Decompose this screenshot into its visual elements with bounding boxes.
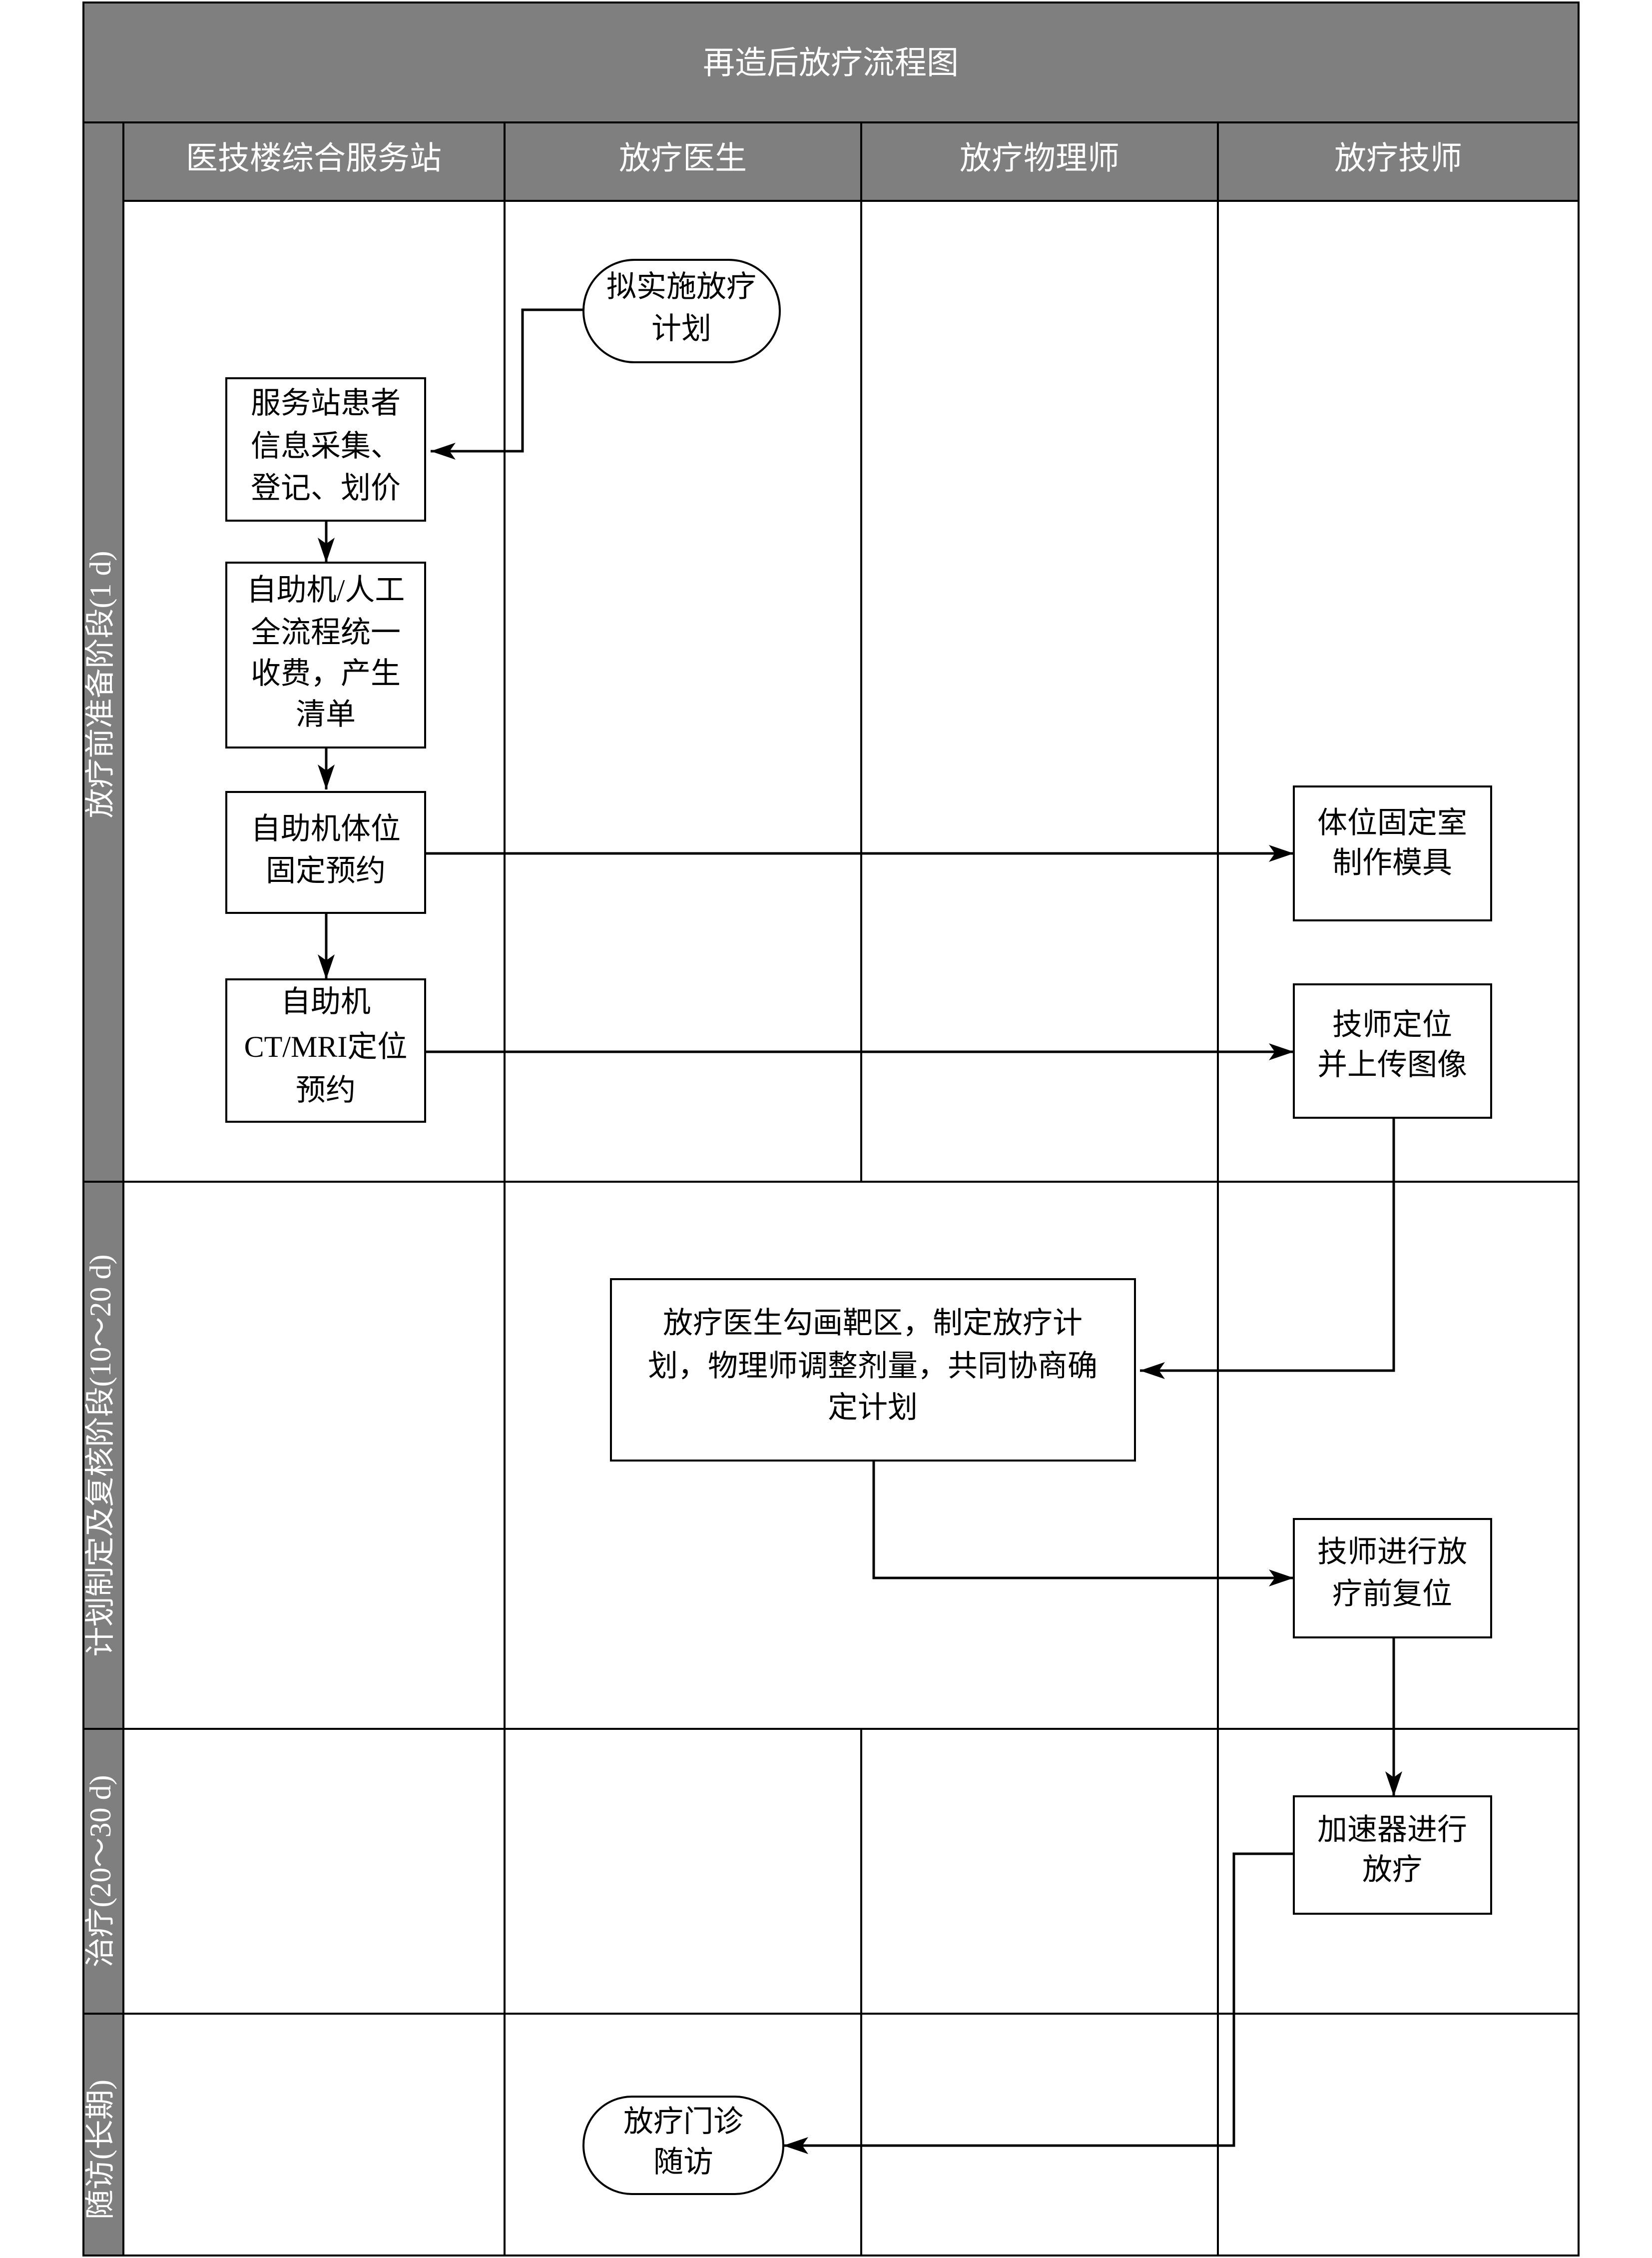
title-bar: 再造后放疗流程图 — [82, 1, 1580, 123]
phase-label-preparation: 放疗前准备阶段(1 d) — [84, 551, 117, 818]
arrow-treatment-to-followup — [783, 1852, 1294, 2154]
svg-text:疗前复位: 疗前复位 — [1332, 1577, 1452, 1610]
lane-header-row: 医技楼综合服务站 放疗医生 放疗物理师 放疗技师 — [82, 121, 1580, 2257]
svg-text:划，物理师调整剂量，共同协商确: 划，物理师调整剂量，共同协商确 — [648, 1350, 1098, 1383]
node-fixation-booking: 自助机体位 固定预约 — [225, 791, 426, 914]
svg-text:加速器进行: 加速器进行 — [1317, 1813, 1467, 1846]
svg-text:计划: 计划 — [651, 312, 711, 345]
svg-text:登记、划价: 登记、划价 — [251, 472, 401, 505]
node-ct-booking: 自助机 CT/MRI定位 预约 — [225, 978, 426, 1123]
svg-text:定计划: 定计划 — [828, 1391, 918, 1424]
svg-text:自助机/人工: 自助机/人工 — [247, 574, 405, 607]
node-plan-start: 拟实施放疗 计划 — [582, 259, 781, 363]
svg-text:随访: 随访 — [653, 2146, 713, 2179]
node-register: 服务站患者 信息采集、 登记、划价 — [225, 377, 426, 522]
svg-text:自助机体位: 自助机体位 — [251, 812, 401, 845]
grid-lines — [82, 1, 1580, 2257]
svg-text:放疗医生勾画靶区，制定放疗计: 放疗医生勾画靶区，制定放疗计 — [663, 1307, 1083, 1340]
svg-text:收费，产生: 收费，产生 — [251, 657, 401, 690]
svg-text:自助机: 自助机 — [281, 985, 371, 1018]
connectors — [318, 308, 1402, 2154]
node-payment: 自助机/人工 全流程统一 收费，产生 清单 — [225, 562, 426, 749]
svg-text:预约: 预约 — [296, 1074, 356, 1107]
node-planning: 放疗医生勾画靶区，制定放疗计 划，物理师调整剂量，共同协商确 定计划 — [610, 1278, 1136, 1462]
arrow-plan-to-register — [431, 308, 583, 460]
phase-label-treatment: 治疗(20～30 d) — [84, 1775, 117, 1968]
arrow-planning-to-reposition — [872, 1461, 1294, 1586]
diagram-title: 再造后放疗流程图 — [703, 45, 959, 81]
phase-label-followup: 随访(长期) — [84, 2080, 117, 2220]
phase-labels: 放疗前准备阶段(1 d) 计划制定及复核阶段(10～20 d) 治疗(20～30… — [84, 551, 117, 2220]
node-mold-making: 体位固定室 制作模具 — [1293, 785, 1492, 921]
arrow-positioning-to-planning — [1140, 1118, 1395, 1379]
svg-text:技师进行放: 技师进行放 — [1317, 1535, 1467, 1568]
svg-text:服务站患者: 服务站患者 — [251, 387, 401, 420]
node-followup: 放疗门诊 随访 — [582, 2096, 784, 2195]
svg-text:放疗: 放疗 — [1362, 1853, 1422, 1886]
node-treatment: 加速器进行 放疗 — [1293, 1795, 1492, 1915]
node-reposition: 技师进行放 疗前复位 — [1293, 1518, 1492, 1638]
phase-label-planning: 计划制定及复核阶段(10～20 d) — [84, 1255, 117, 1657]
svg-text:全流程统一: 全流程统一 — [251, 616, 401, 649]
lane-header-physicist: 放疗物理师 — [960, 141, 1119, 176]
svg-text:体位固定室: 体位固定室 — [1317, 806, 1467, 839]
svg-text:信息采集、: 信息采集、 — [251, 430, 401, 463]
svg-text:CT/MRI定位: CT/MRI定位 — [244, 1030, 408, 1063]
node-positioning: 技师定位 并上传图像 — [1293, 983, 1492, 1119]
lane-header-technician: 放疗技师 — [1334, 141, 1462, 176]
svg-text:制作模具: 制作模具 — [1332, 846, 1452, 879]
svg-text:并上传图像: 并上传图像 — [1317, 1048, 1467, 1081]
svg-text:清单: 清单 — [296, 698, 356, 731]
lane-header-radiotherapy-doctor: 放疗医生 — [619, 141, 747, 176]
svg-text:技师定位: 技师定位 — [1332, 1008, 1452, 1041]
svg-text:放疗门诊: 放疗门诊 — [623, 2105, 743, 2138]
svg-text:固定预约: 固定预约 — [266, 854, 386, 887]
svg-text:拟实施放疗: 拟实施放疗 — [606, 270, 756, 303]
lane-header-service-station: 医技楼综合服务站 — [186, 141, 442, 176]
